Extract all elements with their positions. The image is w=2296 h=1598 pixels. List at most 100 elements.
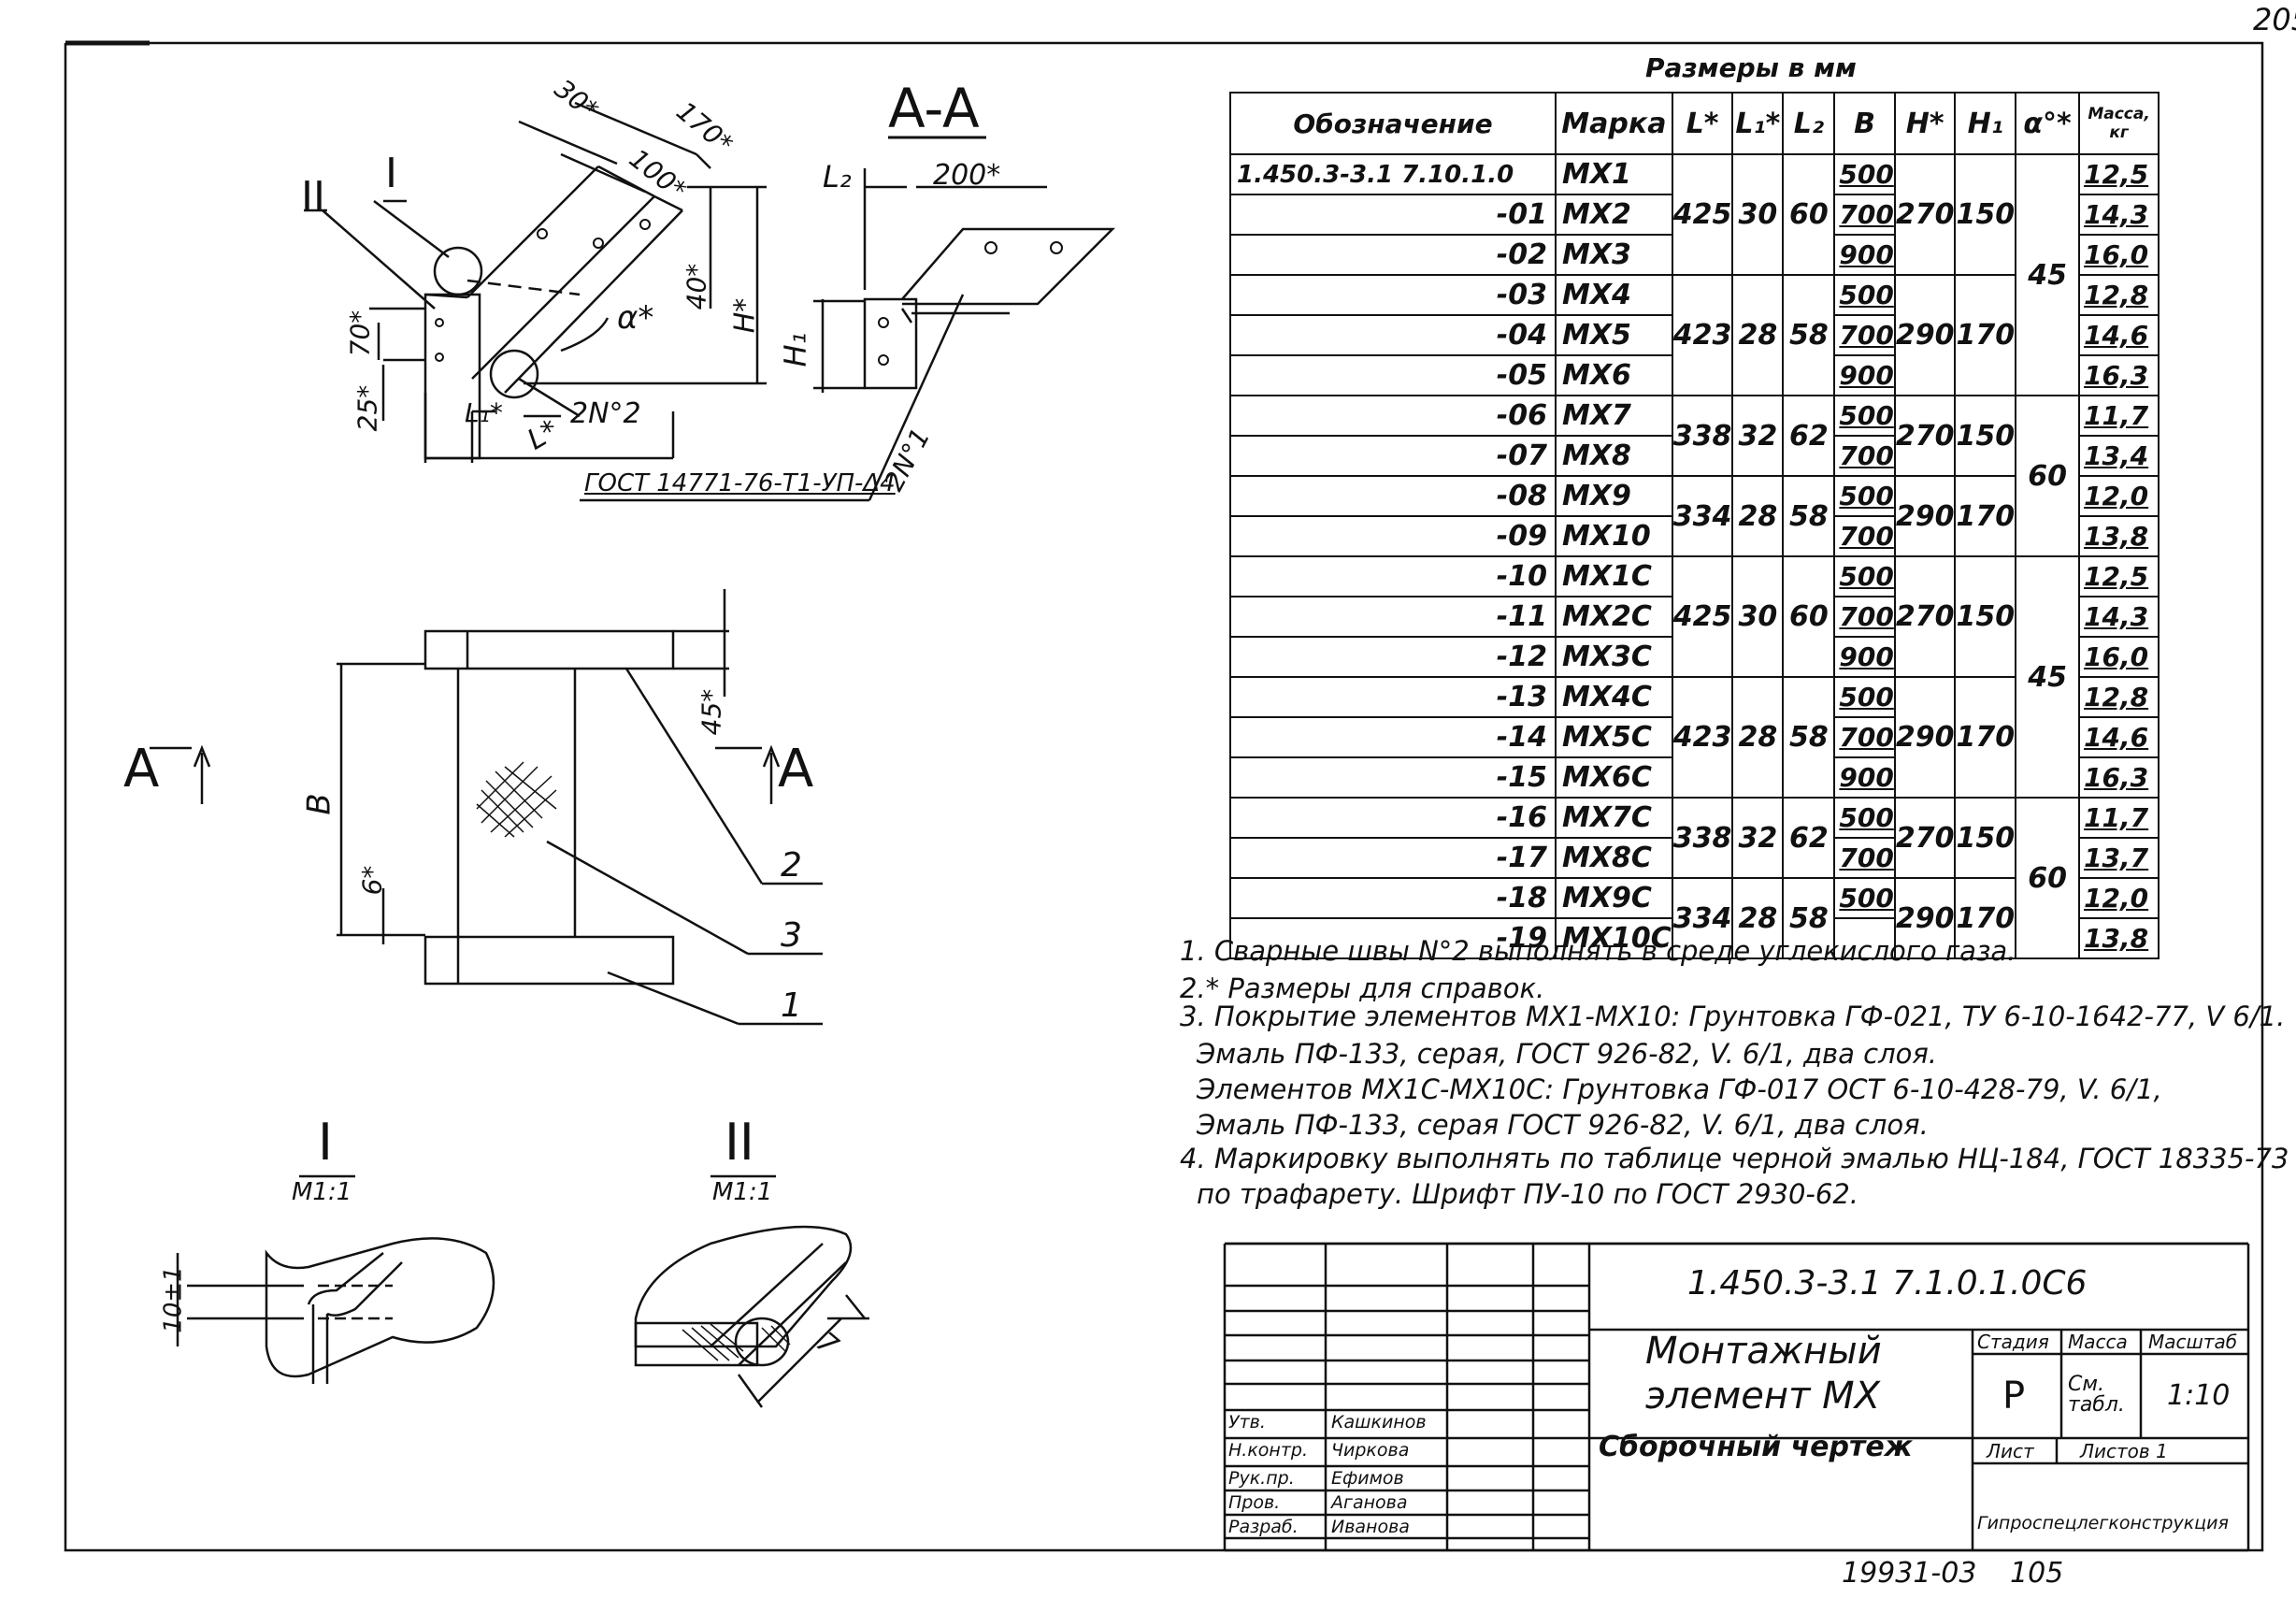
table-cell: 338 [1671,797,1734,879]
section-mark-left: A [123,739,160,799]
dim-L1: L₁* [465,397,503,428]
table-cell: 700 [1833,435,1896,477]
weld-2n2: 2N°2 [570,397,641,430]
table-header-cell: H₁ [1954,92,2017,155]
table-cell: 13,7 [2078,837,2160,879]
position-1: 1 [781,986,802,1025]
table-cell: 14,3 [2078,194,2160,236]
doc-type: Сборочный чертеж [1599,1431,1913,1463]
doc-code: 1.450.3-3.1 7.1.0.1.0С6 [1687,1264,2088,1303]
table-cell: 500 [1833,676,1896,718]
table-cell: 423 [1671,274,1734,396]
table-cell: 290 [1893,274,1957,396]
table-cell: 60 [1782,153,1836,276]
table-cell: 12,8 [2078,274,2160,316]
detail-I-scale: M1:1 [292,1178,352,1206]
detail-II-title: II [725,1113,754,1172]
table-cell: MX10 [1555,515,1673,557]
table-cell: MX9C [1555,877,1673,919]
table-header-cell: B [1833,92,1896,155]
table-cell: MX3 [1555,234,1673,276]
table-cell: MX6 [1555,354,1673,396]
table-cell: MX9 [1555,475,1673,517]
gost-weld-note: ГОСТ 14771-76-T1-УП-Δ4 [584,469,896,497]
signatory-role: Пров. [1228,1492,1281,1513]
table-cell: 700 [1833,314,1896,356]
table-cell: 11,7 [2078,797,2160,839]
table-cell: MX7C [1555,797,1673,839]
table-header-cell: L₂ [1782,92,1836,155]
note-line: Элементов MX1C-MX10C: Грунтовка ГФ-017 О… [1197,1073,2162,1105]
signatory-role: Разраб. [1228,1517,1299,1537]
table-cell: 170 [1954,274,2017,396]
table-cell: MX7 [1555,395,1673,437]
table-cell: 16,0 [2078,636,2160,678]
table-cell: 60 [1782,555,1836,678]
doc-name-line1: Монтажный [1645,1330,1882,1373]
table-cell: 150 [1954,797,2017,879]
table-cell: 425 [1671,153,1734,276]
table-cell: 11,7 [2078,395,2160,437]
scale-value: 1:10 [2167,1379,2231,1412]
table-cell: 16,3 [2078,756,2160,799]
table-cell: 900 [1833,234,1896,276]
table-cell: 58 [1782,676,1836,799]
table-cell: -02 [1229,234,1557,276]
archive-number: 19931-03 [1842,1557,1977,1590]
scale-label: Масштаб [2148,1331,2238,1353]
table-cell: 170 [1954,475,2017,557]
table-cell: -09 [1229,515,1557,557]
table-header-cell: α°* [2015,92,2081,155]
table-header-cell: Обозначение [1229,92,1557,155]
table-cell: 28 [1731,274,1785,396]
table-cell: 500 [1833,877,1896,919]
table-cell: -16 [1229,797,1557,839]
stage-label: Стадия [1977,1331,2049,1353]
table-cell: MX10C [1555,917,1673,959]
note-line: по трафарету. Шрифт ПУ-10 по ГОСТ 2930-6… [1197,1178,1859,1210]
table-cell: -07 [1229,435,1557,477]
table-cell: MX2 [1555,194,1673,236]
table-cell: 900 [1833,354,1896,396]
table-cell: 150 [1954,153,2017,276]
table-cell: 170 [1954,676,2017,799]
table-cell: 425 [1671,555,1734,678]
view-I-label: I [385,150,397,197]
table-cell: 58 [1782,475,1836,557]
table-cell: MX5 [1555,314,1673,356]
position-3: 3 [781,916,802,955]
table-cell: 13,8 [2078,515,2160,557]
sheets-label: Листов 1 [2080,1440,2168,1462]
table-cell: 28 [1731,475,1785,557]
table-cell: 170 [1954,877,2017,959]
table-header-cell: L* [1671,92,1734,155]
table-cell: 14,6 [2078,716,2160,758]
table-cell: 16,0 [2078,234,2160,276]
signatory-name: Ефимов [1331,1468,1404,1489]
note-line: Эмаль ПФ-133, серая, ГОСТ 926-82, V. 6/1… [1197,1038,1938,1070]
table-cell: -04 [1229,314,1557,356]
table-cell: 13,8 [2078,917,2160,959]
table-cell: 62 [1782,797,1836,879]
table-cell: -05 [1229,354,1557,396]
table-cell: -10 [1229,555,1557,597]
table-cell: 1.450.3-3.1 7.10.1.0 [1229,153,1557,195]
table-cell: 500 [1833,395,1896,437]
signatory-name: Аганова [1331,1492,1408,1513]
table-header-cell: L₁* [1731,92,1785,155]
table-cell: 60 [2015,395,2081,557]
table-cell: 32 [1731,395,1785,477]
table-cell: 12,5 [2078,555,2160,597]
